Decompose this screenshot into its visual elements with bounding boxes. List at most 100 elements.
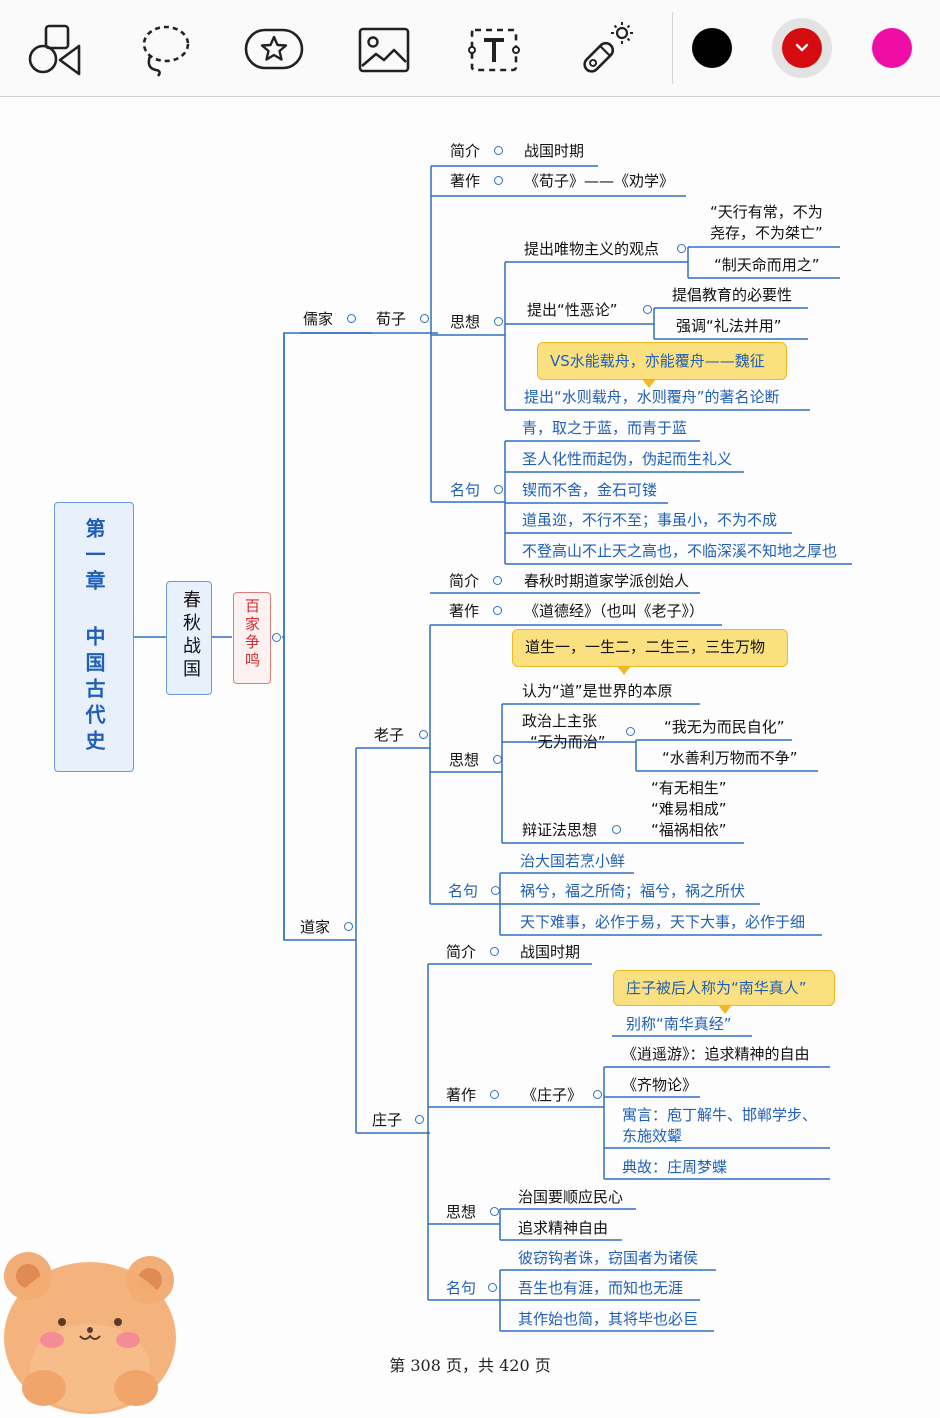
collapse-toggle[interactable] <box>272 633 281 642</box>
shapes-tool-button[interactable] <box>22 18 86 82</box>
zhuangzi-book[interactable]: 《庄子》 <box>522 1086 583 1104</box>
root-node[interactable] <box>54 502 134 772</box>
callout-bubble[interactable] <box>512 629 788 675</box>
politics-quote-2[interactable]: “水善利万物而不争” <box>662 749 798 767</box>
bear-sticker[interactable] <box>0 1238 186 1418</box>
collapse-toggle[interactable] <box>419 730 428 739</box>
zhuangzi-thought-2[interactable]: 追求精神自由 <box>518 1219 609 1237</box>
callout-bubble[interactable] <box>613 970 835 1014</box>
xunzi-works[interactable]: 《荀子》——《劝学》 <box>524 172 675 190</box>
dao-origin-node[interactable]: 认为“道”是世界的本原 <box>522 682 673 700</box>
collapse-toggle[interactable] <box>593 1090 602 1099</box>
collapse-toggle[interactable] <box>494 146 503 155</box>
quote-item[interactable]: 治大国若烹小鲜 <box>520 852 626 870</box>
zhuangzi-works-label[interactable]: 著作 <box>446 1086 477 1104</box>
collapse-toggle[interactable] <box>626 727 635 736</box>
collapse-toggle[interactable] <box>488 1283 497 1292</box>
quote-item[interactable]: 锲而不舍，金石可镂 <box>522 481 658 499</box>
quote-item[interactable]: 圣人化性而起伪，伪起而生礼义 <box>522 450 733 468</box>
sticker-tool-button[interactable] <box>242 18 306 82</box>
collapse-toggle[interactable] <box>494 485 503 494</box>
quote-item[interactable]: 天下难事，必作于易，天下大事，必作于细 <box>520 913 806 931</box>
school-dao[interactable]: 道家 <box>300 918 331 936</box>
politics-quote-1[interactable]: “我无为而民自化” <box>664 718 785 736</box>
xunzi-intro-label[interactable]: 简介 <box>450 142 481 160</box>
text-box-tool-button[interactable] <box>462 18 526 82</box>
quote-item[interactable]: 彼窃钩者诛，窃国者为诸侯 <box>518 1249 699 1267</box>
zhuangzi-xiaoyao[interactable]: 《逍遥游》：追求精神的自由 <box>622 1045 810 1063</box>
person-laozi[interactable]: 老子 <box>374 726 405 744</box>
xunzi-thought-label[interactable]: 思想 <box>450 313 481 331</box>
zhuangzi-allusion[interactable]: 典故：庄周梦蝶 <box>622 1158 728 1176</box>
lasso-tool-button[interactable] <box>132 18 196 82</box>
zhuangzi-alias[interactable]: 别称“南华真经” <box>626 1015 732 1033</box>
zhuangzi-quotes-label[interactable]: 名句 <box>446 1279 477 1297</box>
xunzi-intro[interactable]: 战国时期 <box>524 142 585 160</box>
collapse-toggle[interactable] <box>420 314 429 323</box>
dialectic-item[interactable]: “福祸相依” <box>651 821 727 839</box>
black-color-swatch[interactable] <box>692 28 732 68</box>
collapse-toggle[interactable] <box>612 825 621 834</box>
materialism-quote-1[interactable]: “天行有常，不为 <box>710 203 823 221</box>
collapse-toggle[interactable] <box>490 1090 499 1099</box>
quote-item[interactable]: 不登高山不止天之高也，不临深溪不知地之厚也 <box>522 542 838 560</box>
zhuangzi-intro[interactable]: 战国时期 <box>520 943 581 961</box>
collapse-toggle[interactable] <box>493 755 502 764</box>
materialism-quote-2[interactable]: “制天命而用之” <box>714 256 820 274</box>
collapse-toggle[interactable] <box>344 922 353 931</box>
school-ru[interactable]: 儒家 <box>303 310 334 328</box>
quote-item[interactable]: 其作始也简，其将毕也必巨 <box>518 1310 699 1328</box>
zhuangzi-thought-label[interactable]: 思想 <box>446 1203 477 1221</box>
collapse-toggle[interactable] <box>494 176 503 185</box>
collapse-toggle[interactable] <box>490 1207 499 1216</box>
evil-nature-sub-2[interactable]: 强调“礼法并用” <box>676 317 782 335</box>
dialectic-node[interactable]: 辩证法思想 <box>522 821 598 839</box>
collapse-toggle[interactable] <box>415 1115 424 1124</box>
xunzi-works-label[interactable]: 著作 <box>450 172 481 190</box>
laozi-quotes-label[interactable]: 名句 <box>448 882 479 900</box>
root-title: 第一章 中国古代史 <box>82 518 106 756</box>
materialism-quote-1b[interactable]: 尧存，不为桀亡” <box>710 224 823 242</box>
collapse-toggle[interactable] <box>491 886 500 895</box>
zhuangzi-intro-label[interactable]: 简介 <box>446 943 477 961</box>
water-boat-node[interactable]: 提出“水则载舟，水则覆舟”的著名论断 <box>524 388 780 406</box>
collapse-toggle[interactable] <box>493 576 502 585</box>
collapse-toggle[interactable] <box>494 317 503 326</box>
materialism-node[interactable]: 提出唯物主义的观点 <box>524 240 660 258</box>
laozi-intro-label[interactable]: 简介 <box>449 572 480 590</box>
person-zhuangzi[interactable]: 庄子 <box>372 1111 403 1129</box>
laozi-thought-label[interactable]: 思想 <box>449 751 480 769</box>
dialectic-item[interactable]: “难易相成” <box>651 800 727 818</box>
zhuangzi-thought-1[interactable]: 治国要顺应民心 <box>518 1188 624 1206</box>
topic-node[interactable] <box>233 592 271 684</box>
collapse-toggle[interactable] <box>347 314 356 323</box>
quote-item[interactable]: 祸兮，福之所倚；福兮，祸之所伏 <box>520 882 746 900</box>
red-color-swatch[interactable] <box>782 28 822 68</box>
evil-nature-sub-1[interactable]: 提倡教育的必要性 <box>672 286 793 304</box>
quote-item[interactable]: 青，取之于蓝，而青于蓝 <box>522 419 688 437</box>
quote-item[interactable]: 吾生也有涯，而知也无涯 <box>518 1279 684 1297</box>
text-box-icon <box>468 28 520 72</box>
zhuangzi-qiwu[interactable]: 《齐物论》 <box>622 1076 698 1094</box>
laozi-works[interactable]: 《道德经》（也叫《老子》） <box>524 602 705 620</box>
evil-nature-node[interactable]: 提出“性恶论” <box>527 301 618 319</box>
collapse-toggle[interactable] <box>677 244 686 253</box>
magenta-color-swatch[interactable] <box>872 28 912 68</box>
politics-node-2[interactable]: “无为而治” <box>530 733 606 751</box>
politics-node-1[interactable]: 政治上主张 <box>522 712 598 730</box>
dialectic-item[interactable]: “有无相生” <box>651 779 727 797</box>
zhuangzi-fable-2[interactable]: 东施效颦 <box>622 1127 683 1145</box>
zhuangzi-fable-1[interactable]: 寓言：庖丁解牛、邯郸学步、 <box>622 1106 818 1124</box>
callout-bubble[interactable] <box>537 342 787 388</box>
collapse-toggle[interactable] <box>490 947 499 956</box>
laser-pointer-tool-button[interactable] <box>572 18 636 82</box>
xunzi-quotes-label[interactable]: 名句 <box>450 481 481 499</box>
laozi-intro[interactable]: 春秋时期道家学派创始人 <box>524 572 690 590</box>
laozi-works-label[interactable]: 著作 <box>449 602 480 620</box>
image-tool-button[interactable] <box>352 18 416 82</box>
collapse-toggle[interactable] <box>493 606 502 615</box>
period-node[interactable] <box>166 581 212 695</box>
collapse-toggle[interactable] <box>643 305 652 314</box>
quote-item[interactable]: 道虽迩，不行不至；事虽小，不为不成 <box>522 511 778 529</box>
person-xunzi[interactable]: 荀子 <box>376 310 407 328</box>
